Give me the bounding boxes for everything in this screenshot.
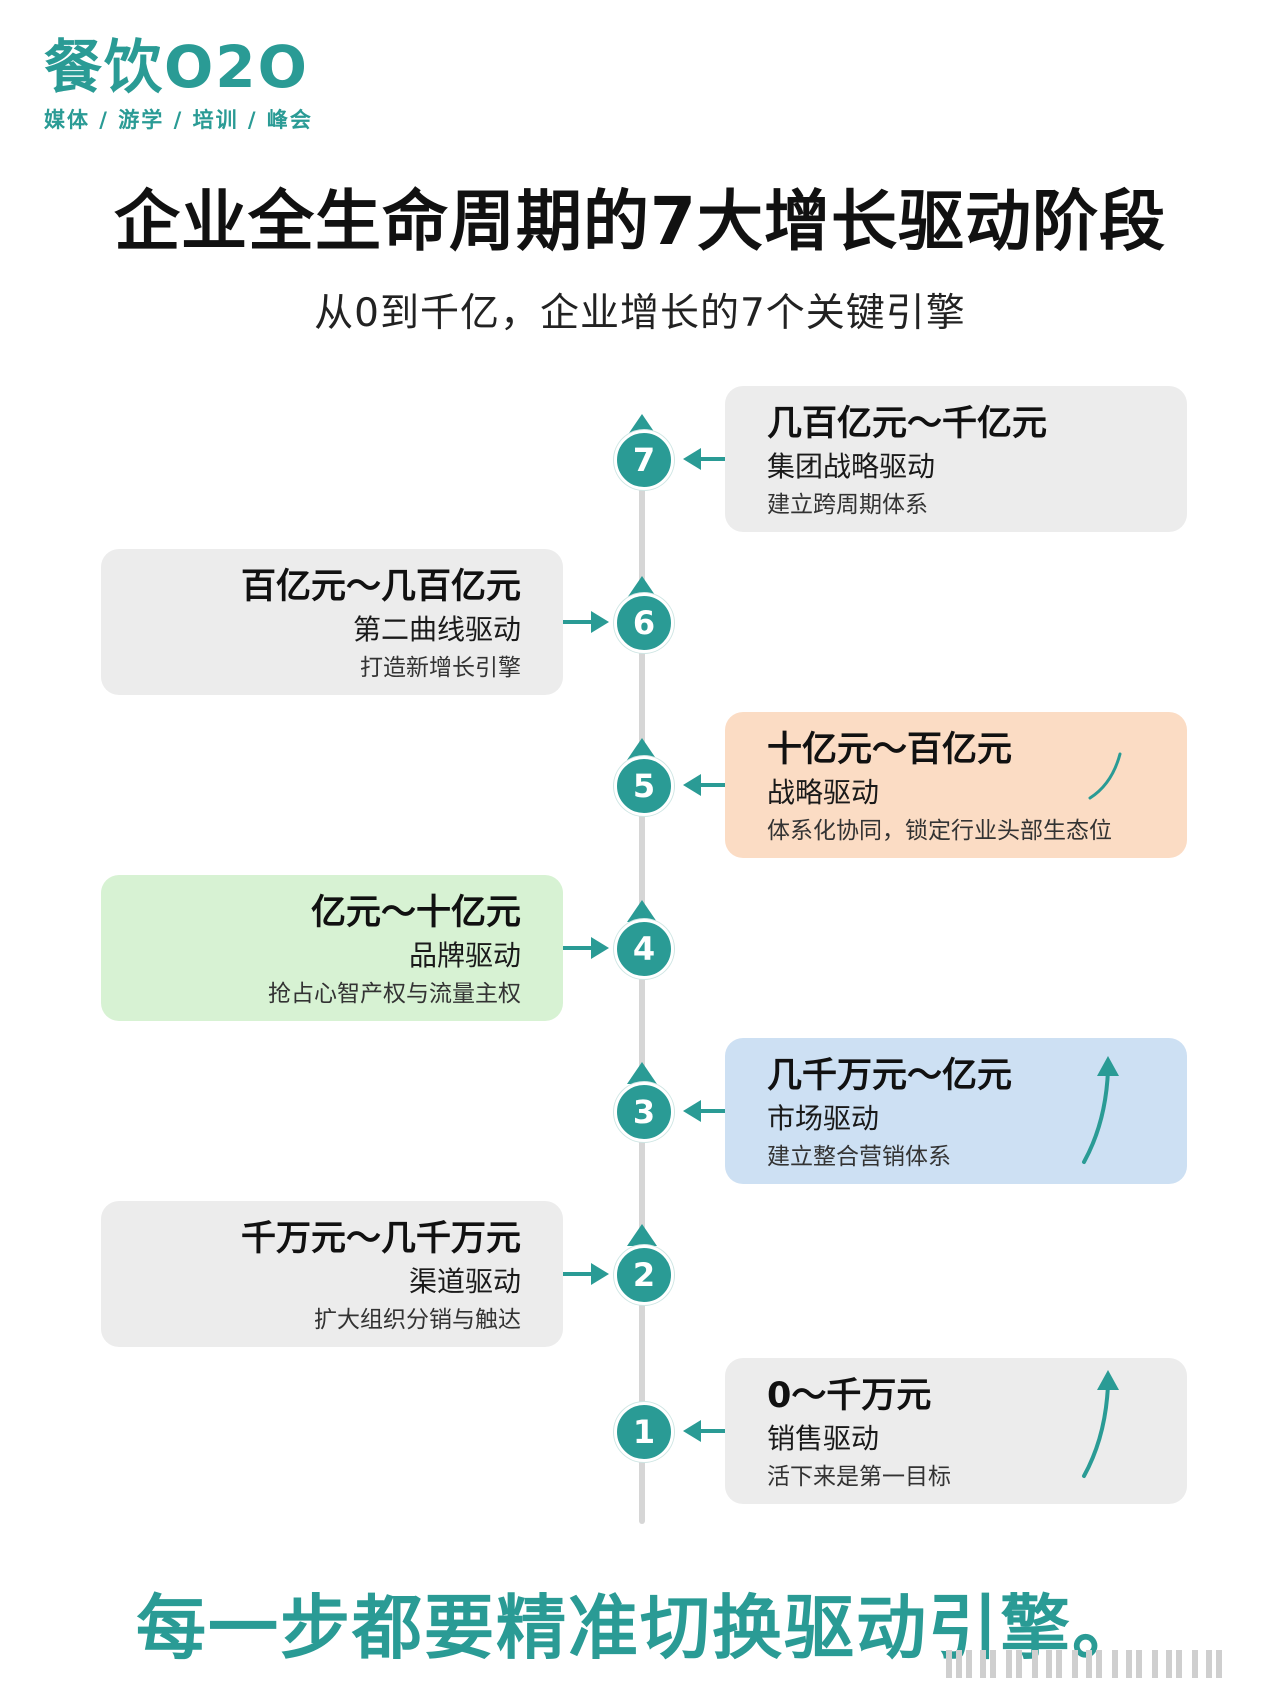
stage-range: 百亿元～几百亿元	[240, 567, 521, 607]
curve-accent-icon	[1088, 752, 1122, 800]
arrow-left-icon	[683, 774, 701, 796]
stage-node-1: 1	[614, 1402, 674, 1462]
timeline-line	[639, 452, 645, 1524]
stage-node-3: 3	[614, 1082, 674, 1142]
growth-arrow-icon	[1082, 1370, 1119, 1478]
stage-driver: 集团战略驱动	[767, 450, 936, 483]
connector-line	[563, 946, 591, 950]
footer-slogan: 每一步都要精准切换驱动引擎。	[136, 1587, 1144, 1669]
stage-node-4: 4	[614, 919, 674, 979]
stage-desc: 建立跨周期体系	[767, 492, 928, 518]
connector-line	[700, 1429, 725, 1433]
arrow-right-icon	[591, 937, 609, 959]
stage-card-7: 几百亿元～千亿元 集团战略驱动 建立跨周期体系	[725, 386, 1187, 532]
stage-desc: 扩大组织分销与触达	[314, 1307, 521, 1333]
stage-range: 十亿元～百亿元	[767, 730, 1013, 770]
stage-driver: 市场驱动	[767, 1102, 880, 1135]
stage-range: 0～千万元	[767, 1376, 932, 1416]
stage-desc: 活下来是第一目标	[767, 1464, 951, 1490]
stage-node-5: 5	[614, 756, 674, 816]
arrow-left-icon	[683, 448, 701, 470]
arrow-right-icon	[591, 611, 609, 633]
brand-tagline: 媒体 / 游学 / 培训 / 峰会	[44, 108, 313, 132]
arrow-left-icon	[683, 1100, 701, 1122]
stage-card-6: 百亿元～几百亿元 第二曲线驱动 打造新增长引擎	[101, 549, 563, 695]
up-arrow-icon	[627, 1062, 657, 1084]
stage-desc: 建立整合营销体系	[767, 1144, 951, 1170]
stage-driver: 第二曲线驱动	[352, 613, 521, 646]
stage-node-6: 6	[614, 593, 674, 653]
connector-line	[700, 457, 725, 461]
stage-desc: 打造新增长引擎	[360, 655, 521, 681]
stage-driver: 品牌驱动	[408, 939, 521, 972]
growth-arrow-icon	[1082, 1056, 1119, 1164]
stage-range: 千万元～几千万元	[240, 1219, 521, 1259]
stage-desc: 抢占心智产权与流量主权	[268, 981, 521, 1007]
stage-driver: 销售驱动	[767, 1422, 880, 1455]
stage-card-4: 亿元～十亿元 品牌驱动 抢占心智产权与流量主权	[101, 875, 563, 1021]
stage-driver: 渠道驱动	[408, 1265, 521, 1298]
stage-card-2: 千万元～几千万元 渠道驱动 扩大组织分销与触达	[101, 1201, 563, 1347]
connector-line	[563, 620, 591, 624]
connector-line	[563, 1272, 591, 1276]
page-title: 企业全生命周期的7大增长驱动阶段	[114, 183, 1166, 260]
page-subtitle: 从0到千亿，企业增长的7个关键引擎	[314, 291, 966, 336]
brand-logo: 餐饮O2O 媒体 / 游学 / 培训 / 峰会	[44, 36, 313, 134]
arrow-right-icon	[591, 1263, 609, 1285]
stage-range: 亿元～十亿元	[310, 893, 521, 933]
connector-line	[700, 1109, 725, 1113]
stage-range: 几百亿元～千亿元	[767, 404, 1048, 444]
stage-node-7: 7	[614, 430, 674, 490]
up-arrow-icon	[627, 900, 657, 922]
watermark-icon	[946, 1650, 1222, 1678]
stage-range: 几千万元～亿元	[767, 1056, 1013, 1096]
brand-name: 餐饮O2O	[44, 33, 309, 101]
up-arrow-icon	[627, 576, 657, 598]
up-arrow-icon	[627, 1224, 657, 1246]
stage-driver: 战略驱动	[767, 776, 880, 809]
stage-node-2: 2	[614, 1245, 674, 1305]
stage-desc: 体系化协同，锁定行业头部生态位	[767, 818, 1112, 844]
up-arrow-icon	[627, 738, 657, 760]
arrow-left-icon	[683, 1420, 701, 1442]
stage-card-5: 十亿元～百亿元 战略驱动 体系化协同，锁定行业头部生态位	[725, 712, 1187, 858]
connector-line	[700, 783, 725, 787]
